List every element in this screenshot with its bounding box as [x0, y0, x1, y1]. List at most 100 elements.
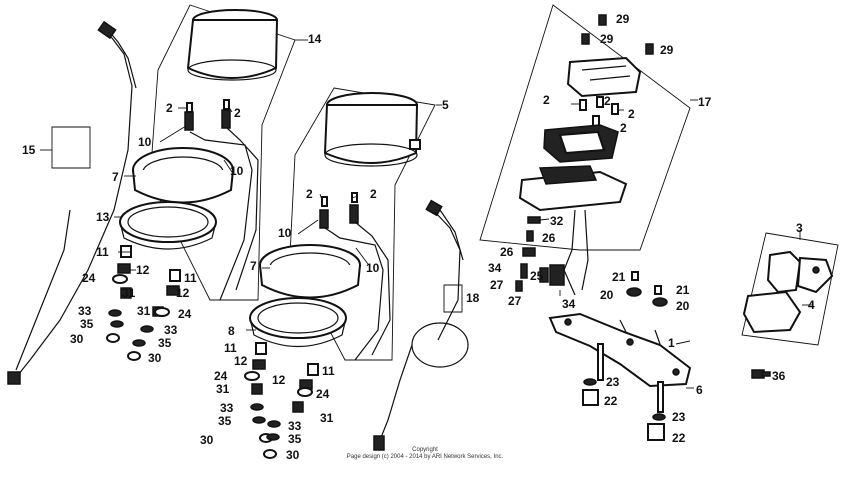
wire-harness-left: [189, 131, 253, 301]
part-label-33d: 33: [288, 419, 302, 433]
part-label-2b: 2: [234, 106, 241, 120]
speedometer-cable-15[interactable]: [7, 20, 137, 385]
upper-bracket[interactable]: [566, 56, 642, 98]
part-label-34a: 34: [488, 261, 502, 275]
part-label-26a: 26: [542, 231, 556, 245]
pivot-hardware-20-21[interactable]: [626, 271, 668, 307]
bracket-1[interactable]: [548, 312, 692, 388]
hardware-left-stack-2[interactable]: [127, 269, 181, 361]
screws-29[interactable]: [581, 14, 654, 55]
part-label-29c: 29: [660, 43, 674, 57]
part-label-25a: 25: [530, 269, 544, 283]
part-label-21a: 21: [612, 270, 626, 284]
gauge-cover-13-left[interactable]: [119, 201, 217, 250]
hardware-left-stack[interactable]: [106, 245, 132, 343]
bracket-15: [51, 126, 91, 169]
copyright-line-1: Copyright: [412, 447, 438, 453]
part-label-14a: 14: [308, 32, 322, 46]
outline-14: [149, 4, 296, 301]
part-label-20b: 20: [676, 299, 690, 313]
part-label-27a: 27: [490, 278, 504, 292]
part-label-11b: 11: [184, 271, 197, 285]
part-label-35b: 35: [158, 336, 172, 350]
part-label-29b: 29: [600, 32, 614, 46]
part-label-15a: 15: [22, 143, 36, 157]
part-label-31d: 31: [320, 411, 334, 425]
part-label-24a: 24: [82, 271, 96, 285]
part-label-11c: 11: [224, 341, 237, 355]
part-label-30a: 30: [70, 332, 84, 346]
dampers-22-23[interactable]: [582, 378, 666, 441]
part-label-26b: 26: [500, 245, 514, 259]
part-label-33c: 33: [220, 401, 234, 415]
indicator-panel[interactable]: [543, 124, 619, 163]
gauge-case-7-center[interactable]: [259, 244, 361, 299]
part-label-24d: 24: [316, 387, 330, 401]
copyright-line-2: Page design (c) 2004 - 2014 by ARI Netwo…: [347, 454, 504, 460]
part-label-2a: 2: [166, 101, 173, 115]
outline-17: [479, 4, 691, 251]
part-label-27b: 27: [508, 294, 522, 308]
part-label-31c: 31: [216, 382, 230, 396]
part-label-22a: 22: [604, 394, 618, 408]
part-label-12d: 12: [272, 373, 286, 387]
bulbs-2-right[interactable]: [579, 96, 619, 127]
part-label-24c: 24: [214, 369, 228, 383]
part-label-30c: 30: [200, 433, 214, 447]
part-label-34b: 34: [562, 297, 576, 311]
part-label-6a: 6: [696, 383, 703, 397]
part-label-12a: 12: [136, 263, 150, 277]
part-label-1a: 1: [668, 336, 675, 350]
hardware-center-stack[interactable]: [244, 342, 273, 443]
part-label-23b: 23: [672, 410, 686, 424]
part-label-7a: 7: [112, 170, 119, 184]
part-label-10a: 10: [138, 135, 152, 149]
part-label-13a: 13: [96, 210, 110, 224]
tachometer-cable-18[interactable]: [373, 199, 469, 451]
stem-6[interactable]: [597, 343, 664, 413]
part-label-7b: 7: [250, 259, 257, 273]
lower-housing[interactable]: [518, 165, 628, 212]
gauge-case-7-left[interactable]: [132, 147, 234, 204]
leader-lines: [114, 39, 812, 389]
part-label-23a: 23: [606, 375, 620, 389]
part-label-10b: 10: [230, 164, 244, 178]
gauge-housing-14[interactable]: [186, 9, 279, 81]
part-label-31b: 31: [137, 304, 151, 318]
part-label-4a: 4: [808, 298, 815, 312]
part-label-24b: 24: [178, 307, 192, 321]
part-label-5a: 5: [442, 98, 449, 112]
part-label-2f: 2: [604, 94, 611, 108]
part-label-2e: 2: [543, 93, 550, 107]
part-label-35a: 35: [80, 317, 94, 331]
part-label-30b: 30: [148, 351, 162, 365]
part-label-3a: 3: [796, 221, 803, 235]
part-label-17a: 17: [698, 95, 712, 109]
part-label-31a: 31: [122, 286, 136, 300]
part-label-11d: 11: [322, 364, 335, 378]
part-label-11a: 11: [96, 245, 109, 259]
gauge-housing-5[interactable]: [323, 92, 421, 167]
switch-housing-3-4[interactable]: [742, 250, 834, 334]
bolt-36[interactable]: [751, 369, 771, 379]
part-label-12b: 12: [176, 286, 190, 300]
part-label-32a: 32: [550, 214, 564, 228]
part-label-10c: 10: [278, 226, 292, 240]
gauge-cover-8-center[interactable]: [249, 297, 347, 348]
part-label-35c: 35: [218, 414, 232, 428]
part-label-30d: 30: [286, 448, 300, 462]
part-label-2d: 2: [370, 187, 377, 201]
part-label-10d: 10: [366, 261, 380, 275]
part-label-36a: 36: [772, 369, 786, 383]
hardware-center-stack-2[interactable]: [263, 363, 319, 459]
hardware-right[interactable]: [515, 216, 565, 292]
part-label-29a: 29: [616, 12, 630, 26]
part-label-20a: 20: [600, 288, 614, 302]
part-label-8a: 8: [228, 324, 235, 338]
bulb-sockets-left[interactable]: [184, 99, 231, 131]
part-label-18a: 18: [466, 291, 480, 305]
part-label-12c: 12: [234, 354, 248, 368]
